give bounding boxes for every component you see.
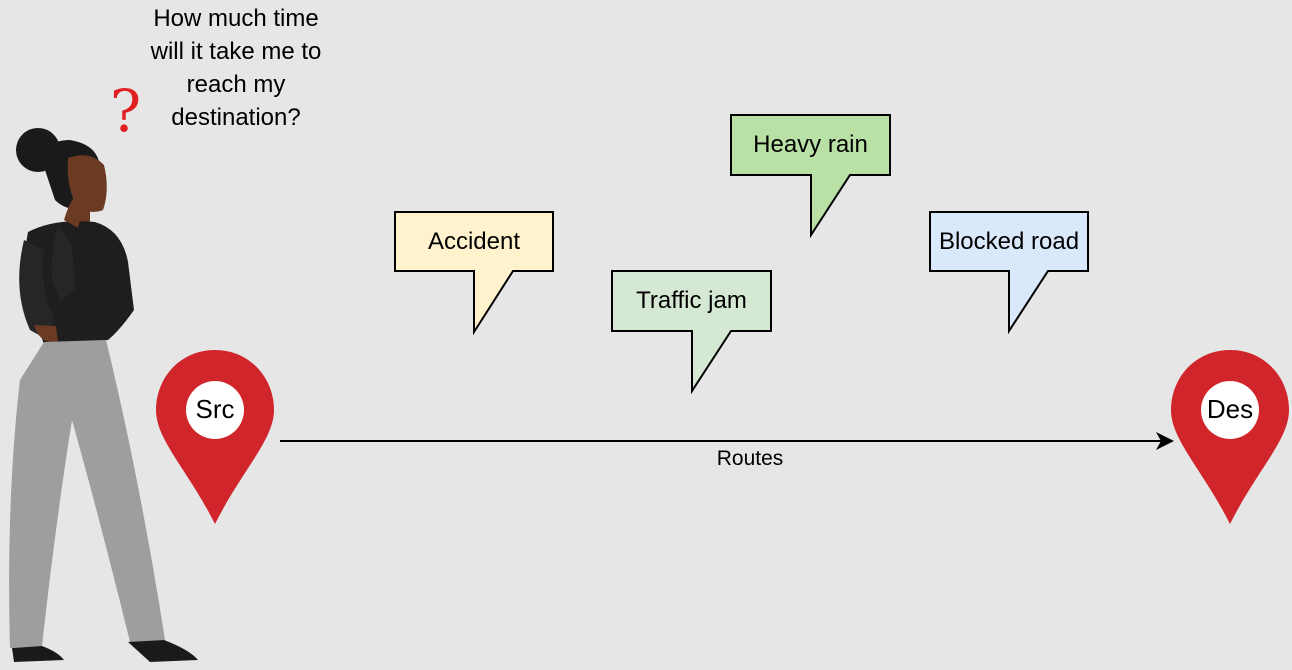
- destination-pin-marker: [1171, 350, 1289, 524]
- routes-label: Routes: [716, 447, 784, 470]
- thought-question: How much time will it take me to reach m…: [150, 5, 322, 131]
- event-label-accident: Accident: [427, 227, 521, 255]
- event-bubble-shape: [611, 270, 772, 395]
- source-pin-marker: [156, 350, 274, 524]
- event-bubble-heavy-rain: [730, 114, 891, 239]
- event-bubble-shape: [730, 114, 891, 239]
- route-arrow: [280, 432, 1174, 450]
- source-label: Src: [195, 394, 235, 424]
- question-mark-icon: ?: [110, 77, 142, 145]
- destination-label: Des: [1206, 394, 1254, 424]
- event-bubble-shape: [394, 211, 554, 336]
- person-illustration: [9, 128, 198, 662]
- event-label-heavy-rain: Heavy rain: [753, 131, 868, 158]
- event-bubble-blocked-road: [929, 211, 1089, 335]
- event-bubble-accident: [394, 211, 554, 336]
- event-label-blocked-road: Blocked road: [938, 227, 1080, 255]
- event-bubble-traffic-jam: [611, 270, 772, 395]
- event-bubble-shape: [929, 211, 1089, 335]
- event-label-traffic-jam: Traffic jam: [636, 287, 747, 314]
